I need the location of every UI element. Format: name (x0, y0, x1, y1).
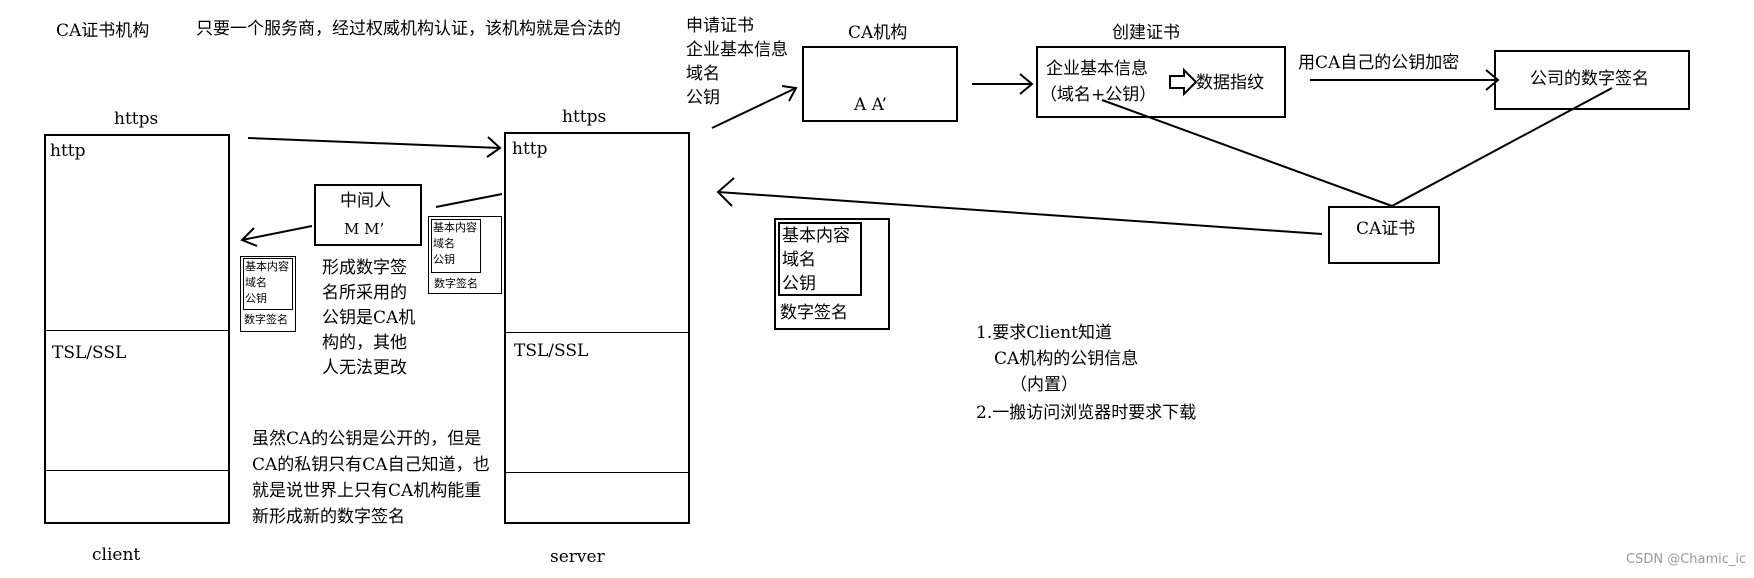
server-https-label: https (562, 107, 607, 127)
company-signature-label: 公司的数字签名 (1530, 69, 1649, 89)
mitm-note: 形成数字签 名所采用的 公钥是CA机 构的，其他 人无法更改 (322, 256, 415, 381)
server-mini-cert-content: 基本内容 域名 公钥 (431, 219, 481, 273)
company-info-line2: （域名+公钥） (1040, 85, 1157, 105)
mitm-note-line: 名所采用的 (322, 283, 407, 303)
client-mini-cert (240, 256, 296, 332)
server-bottom-layer (504, 472, 690, 474)
private-note-line: 就是说世界上只有CA机构能重 (252, 481, 482, 501)
server-mini-cert-domain: 域名 (433, 237, 455, 250)
create-cert-title: 创建证书 (1112, 23, 1180, 43)
mitm-note-line: 构的，其他 (322, 333, 407, 353)
client-bottom-layer (44, 470, 230, 472)
mini-cert-basic: 基本内容 (245, 260, 289, 273)
client-http-label: http (50, 141, 86, 161)
mitm-note-line: 形成数字签 (322, 258, 407, 278)
arrow-apply-to-ca (711, 87, 797, 129)
client-https-label: https (114, 109, 159, 129)
requirement-2: 2.一搬访问浏览器时要求下载 (976, 403, 1197, 423)
header-description: 只要一个服务商，经过权威机构认证，该机构就是合法的 (196, 19, 621, 39)
requirements-list: 1.要求Client知道 CA机构的公钥信息 （内置） 2.一搬访问浏览器时要求… (976, 320, 1196, 426)
arrow-cacert-to-server (717, 191, 1323, 235)
ca-org-content: A A’ (854, 95, 887, 115)
client-stack (44, 134, 230, 524)
arrowhead-create-to-signature (1485, 69, 1500, 91)
arrowhead-ca-to-create (1019, 73, 1034, 95)
cert-domain: 域名 (782, 250, 816, 270)
cert-digital-signature: 数字签名 (780, 303, 848, 323)
apply-line: 公钥 (686, 88, 720, 108)
mitm-title: 中间人 (340, 191, 391, 211)
ca-org-box (802, 46, 958, 122)
mitm-note-line: 人无法更改 (322, 358, 407, 378)
arrow-mitm-to-client (241, 225, 313, 241)
server-caption: server (550, 547, 605, 567)
server-mini-cert-signature: 数字签名 (434, 277, 478, 290)
create-cert-box (1036, 46, 1286, 118)
apply-line: 域名 (686, 64, 720, 84)
client-tls-layer (44, 330, 230, 332)
server-mini-cert-basic: 基本内容 (433, 221, 477, 234)
server-stack (504, 132, 690, 524)
company-info-line1: 企业基本信息 (1046, 59, 1148, 79)
requirement-1-line2: CA机构的公钥信息 (994, 349, 1139, 369)
private-note-line: 新形成新的数字签名 (252, 507, 405, 527)
server-mini-cert-pubkey: 公钥 (433, 253, 455, 266)
data-fingerprint: 数据指纹 (1196, 73, 1264, 93)
client-caption: client (92, 545, 141, 565)
arrowhead-mitm-to-client (240, 227, 258, 247)
private-key-note: 虽然CA的公钥是公开的，但是 CA的私钥只有CA自己知道，也 就是说世界上只有C… (252, 426, 490, 530)
client-tls-label: TSL/SSL (52, 343, 127, 363)
cert-content-inner: 基本内容 域名 公钥 (778, 222, 862, 296)
mitm-box (314, 184, 422, 246)
apply-text: 申请证书 企业基本信息 域名 公钥 (686, 14, 788, 110)
mitm-content: M M’ (344, 220, 385, 238)
apply-line: 申请证书 (686, 16, 754, 36)
requirement-1-line1: 1.要求Client知道 (976, 323, 1112, 343)
ca-org-title: CA机构 (848, 23, 908, 43)
line-server-to-mitm (435, 193, 503, 208)
hollow-arrow-icon (1169, 67, 1198, 97)
cert-basic-content: 基本内容 (782, 226, 850, 246)
line-signature-to-cacert (1391, 87, 1613, 207)
server-http-label: http (512, 139, 548, 159)
arrowhead-apply-to-ca (781, 85, 798, 102)
client-mini-cert-signature: 数字签名 (244, 313, 288, 326)
server-tls-label: TSL/SSL (514, 341, 589, 361)
mini-cert-domain: 域名 (245, 276, 267, 289)
encrypt-label: 用CA自己的公钥加密 (1298, 53, 1460, 73)
mitm-note-line: 公钥是CA机 (322, 308, 416, 328)
server-mini-cert (428, 216, 502, 294)
client-mini-cert-content: 基本内容 域名 公钥 (243, 258, 293, 310)
arrowhead-client-to-server (486, 136, 502, 158)
server-tls-layer (504, 332, 690, 334)
private-note-line: 虽然CA的公钥是公开的，但是 (252, 429, 482, 449)
watermark: CSDN @Chamic_ic (1626, 552, 1747, 567)
apply-line: 企业基本信息 (686, 40, 788, 60)
private-note-line: CA的私钥只有CA自己知道，也 (252, 455, 490, 475)
arrowhead-cacert-to-server (716, 177, 735, 207)
ca-cert-box (1328, 206, 1440, 264)
company-signature-box (1494, 50, 1690, 110)
ca-cert-label: CA证书 (1356, 219, 1416, 239)
cert-content-outer (774, 218, 890, 330)
cert-pubkey: 公钥 (782, 274, 816, 294)
requirement-1-line3: （内置） (1010, 375, 1078, 395)
mini-cert-pubkey: 公钥 (245, 292, 267, 305)
page-title: CA证书机构 (56, 21, 150, 41)
arrow-client-to-server (247, 137, 501, 149)
